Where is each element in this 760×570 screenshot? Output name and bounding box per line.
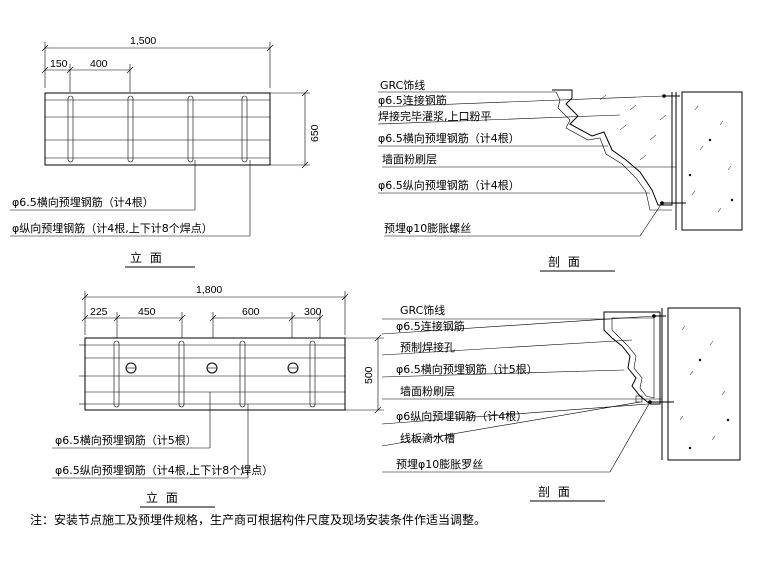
vertical-rebars: [113, 340, 316, 408]
top-section: GRC饰线 φ6.5连接钢筋 焊接完毕灌浆,上口粉平 φ6.5横向预埋钢筋（计4…: [377, 78, 743, 272]
elevation-title-bottom: 立 面: [146, 490, 180, 505]
grc-profile: [603, 311, 661, 405]
dim-400: 400: [90, 58, 108, 70]
wall: [681, 91, 743, 231]
callout-horizontal-rebar: φ6.5横向预埋钢筋（计4根）: [12, 195, 154, 209]
section-title-top: 剖 面: [548, 255, 582, 269]
dim-300: 300: [304, 306, 322, 318]
dim-650: 650: [309, 124, 321, 142]
dim-450: 450: [138, 306, 156, 318]
elevation-title-top: 立 面: [130, 250, 164, 265]
bottom-elevation: 1,800 225 450 600 300: [52, 284, 384, 508]
label-vertical-rebar: φ6.5纵向预埋钢筋（计4根）: [378, 178, 520, 192]
section-title-bottom: 剖 面: [538, 485, 572, 499]
label-weld-hole: 预制焊接孔: [400, 340, 455, 354]
label-expansion-bolt: 预埋φ10膨胀螺丝: [384, 221, 471, 235]
top-elevation: 1,500 150 400 650: [10, 35, 321, 268]
dim-500: 500: [363, 366, 375, 384]
callout-vertical-rebar: φ纵向预埋钢筋（计4根,上下计8个焊点）: [12, 221, 213, 235]
dim-overall-1800: 1,800: [196, 284, 222, 296]
vertical-rebars: [67, 95, 248, 163]
dim-225: 225: [90, 306, 108, 318]
panel-outline: [44, 92, 271, 166]
label-grout: 焊接完毕灌浆,上口粉平: [378, 109, 492, 123]
dim-600: 600: [242, 306, 260, 318]
label-plaster: 墙面粉刷层: [382, 152, 437, 166]
callout-horizontal-rebar: φ6.5横向预埋钢筋（计5根）: [55, 433, 197, 447]
callout-vertical-rebar: φ6.5纵向预埋钢筋（计4根,上下计8个焊点）: [55, 463, 273, 477]
label-horizontal-rebar: φ6.5横向预埋钢筋（计4根）: [378, 131, 520, 145]
label-grc: GRC饰线: [400, 303, 445, 317]
weld-holes: [125, 362, 299, 374]
dim-150: 150: [50, 58, 68, 70]
bottom-section: GRC饰线 φ6.5连接钢筋 预制焊接孔 φ6.5横向预埋钢筋（计5根） 墙面粉…: [381, 303, 741, 502]
label-plaster: 墙面粉刷层: [400, 384, 455, 398]
wall: [667, 307, 741, 461]
label-connect-rebar: φ6.5连接钢筋: [378, 93, 447, 107]
label-vertical-rebar: φ6纵向预埋钢筋（计4根）: [396, 409, 527, 423]
dim-overall-1500: 1,500: [130, 35, 156, 47]
label-expansion-bolt: 预埋φ10膨胀罗丝: [396, 457, 483, 471]
label-grc: GRC饰线: [380, 78, 425, 92]
grc-profile: [552, 89, 673, 206]
label-horizontal-rebar: φ6.5横向预埋钢筋（计5根）: [396, 362, 538, 376]
footnote: 注：安装节点施工及预埋件规格，生产商可根据构件尺度及现场安装条件作适当调整。: [30, 512, 486, 527]
panel-outline: [84, 337, 346, 411]
